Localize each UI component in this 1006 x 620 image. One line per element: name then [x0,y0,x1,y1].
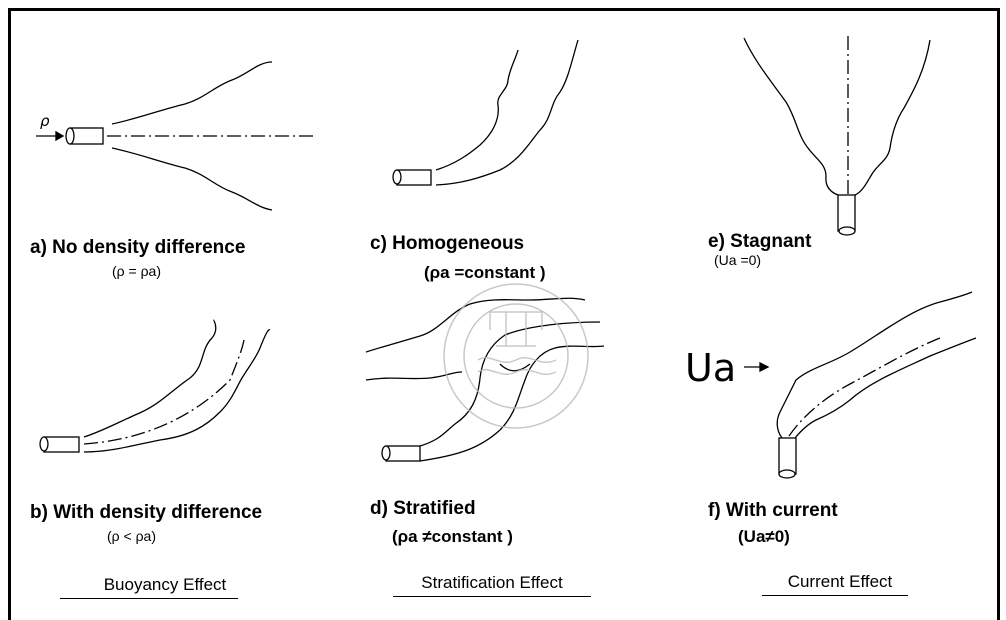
nozzle-c [396,169,432,186]
condition-f: (Ua≠0) [738,527,790,546]
plume-lower-boundary-f [794,337,977,439]
spreading-layer-bottom-d [365,371,463,381]
buoyancy-effect-label: Buoyancy Effect [103,575,227,594]
caption-f: f) With current [708,500,838,521]
nozzle-d [385,445,421,462]
panel-a-drawing [36,61,314,211]
nozzle-a-opening [65,127,75,145]
plume-inner-boundary-d [419,321,601,447]
stratification-effect-label: Stratification Effect [421,573,563,592]
plume-left-boundary-e [743,37,839,196]
panel-f-drawing [744,291,977,479]
nozzle-b-opening [39,436,49,452]
current-velocity-symbol: Ua [685,346,737,390]
stratification-effect-underline [393,596,591,597]
nozzle-d-opening [381,445,391,461]
buoyancy-effect-underline [60,598,238,599]
university-seal-watermark [443,283,589,429]
current-arrow-head [759,361,770,373]
plume-lower-boundary-b [83,329,271,453]
condition-e: (Ua =0) [714,252,762,268]
nozzle-f [778,437,797,475]
centerline-b [83,339,245,445]
plume-outer-boundary-d [419,345,605,462]
condition-d: (ρa ≠constant ) [392,527,513,546]
panel-c-drawing [392,39,579,186]
plume-inner-boundary-c [435,49,519,171]
current-effect-label: Current Effect [787,572,893,591]
caption-a: a) No density difference [30,237,246,258]
nozzle-f-opening [778,469,796,479]
panel-d-drawing [365,297,605,462]
nozzle-b [43,436,80,453]
nozzle-a [69,127,104,145]
nozzle-e [837,194,856,232]
condition-b: (ρ < ρa) [107,528,156,544]
centerline-f [788,337,941,437]
figure-frame [8,8,1000,620]
nozzle-e-opening [838,226,856,236]
caption-d: d) Stratified [370,498,476,519]
caption-b: b) With density difference [30,502,263,523]
plume-outer-boundary-c [435,39,579,186]
plume-lower-boundary-a [111,147,273,211]
condition-a: (ρ = ρa) [112,263,161,279]
caption-e: e) Stagnant [708,231,812,252]
caption-c: c) Homogeneous [370,233,525,254]
plume-right-boundary-e [854,39,931,196]
wave-d [499,363,531,372]
plume-upper-boundary-b [83,319,217,438]
plume-upper-boundary-f [776,291,973,439]
nozzle-c-opening [392,169,402,185]
inflow-arrow-head [55,130,65,142]
current-effect-underline [762,595,908,596]
panel-b-drawing [39,319,271,453]
spreading-layer-top-d [365,297,586,353]
condition-c: (ρa =constant ) [424,263,546,282]
plume-upper-boundary-a [111,61,273,125]
panel-e-drawing [743,36,931,236]
jet-density-symbol: ρ [40,112,50,130]
